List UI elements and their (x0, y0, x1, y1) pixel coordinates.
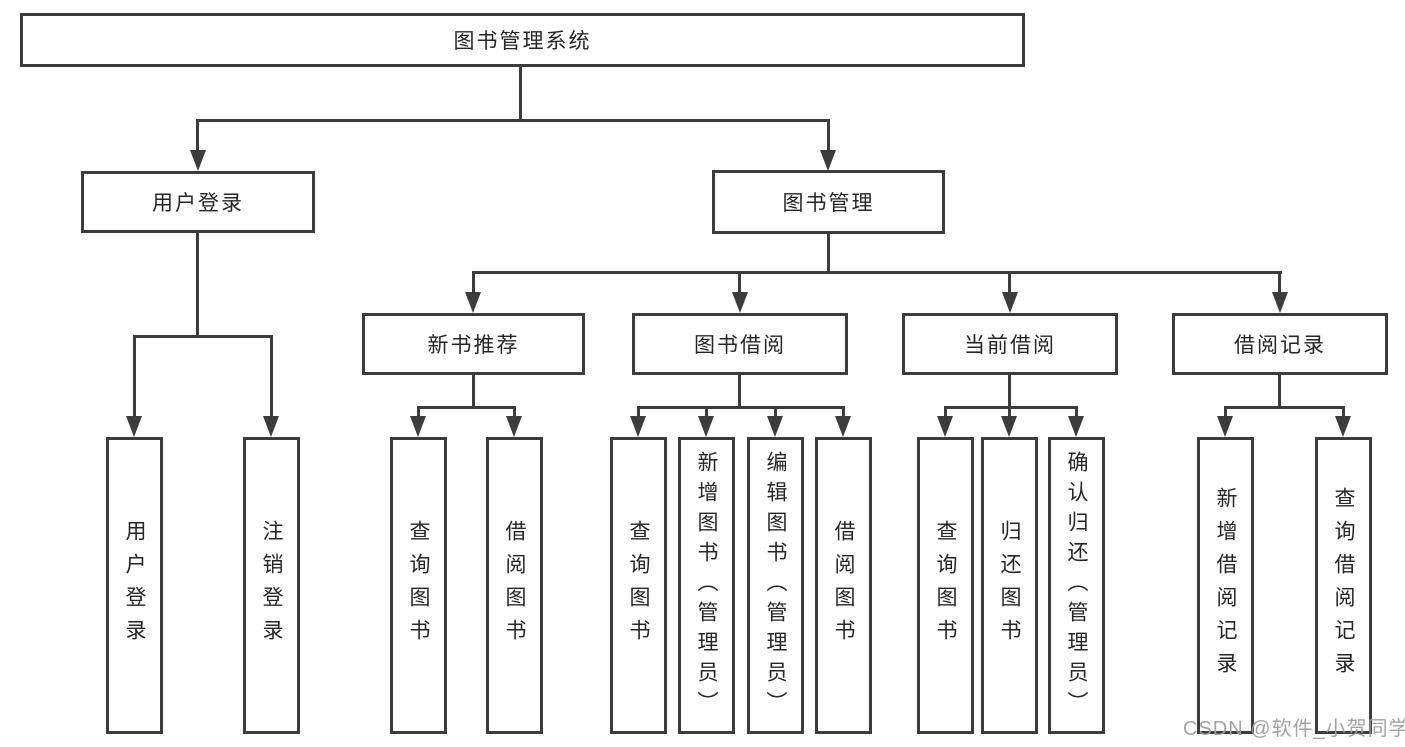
connector-vline (1224, 406, 1227, 418)
leaf-edit-book-admin: 编辑图书（管理员） (747, 437, 804, 734)
connector-hline (417, 406, 516, 409)
arrow-down-icon (1272, 292, 1288, 313)
arrow-down-icon (1002, 292, 1018, 313)
node-label: 新书推荐 (427, 334, 520, 357)
connector-vline (1008, 375, 1011, 409)
connector-vline (738, 271, 741, 294)
leaf-logout: 注销登录 (243, 437, 300, 734)
connector-vline (1008, 406, 1011, 418)
node-label: 编辑图书（管理员） (764, 450, 787, 721)
connector-vline (1278, 271, 1281, 294)
connector-vline (196, 233, 199, 338)
connector-vline (842, 406, 845, 418)
node-label: 借阅图书 (832, 519, 855, 652)
node-label: 图书管理 (782, 192, 875, 215)
leaf-query-book-recommend: 查询图书 (390, 437, 447, 734)
node-label: 确认归还（管理员） (1065, 450, 1088, 721)
node-user-login: 用户登录 (81, 171, 315, 233)
arrow-down-icon (732, 292, 748, 313)
arrow-down-icon (506, 416, 522, 437)
connector-vline (1278, 375, 1281, 409)
node-label: 图书管理系统 (453, 30, 592, 53)
node-label: 查询借阅记录 (1332, 486, 1355, 685)
node-label: 当前借阅 (964, 334, 1056, 357)
connector-hline (944, 406, 1078, 409)
connector-vline (637, 406, 640, 418)
arrow-down-icon (465, 292, 481, 313)
arrow-down-icon (1217, 416, 1233, 437)
connector-vline (1008, 271, 1011, 294)
node-label: 用户登录 (123, 519, 146, 652)
leaf-add-book-admin: 新增图书（管理员） (678, 437, 735, 734)
node-root: 图书管理系统 (20, 13, 1025, 67)
connector-hline (637, 406, 845, 409)
connector-vline (1075, 406, 1078, 418)
leaf-confirm-return-admin: 确认归还（管理员） (1048, 437, 1105, 734)
node-book-management: 图书管理 (712, 170, 945, 234)
arrow-down-icon (126, 416, 142, 437)
connector-vline (827, 234, 830, 274)
node-label: 注销登录 (260, 519, 283, 652)
leaf-add-borrow-record: 新增借阅记录 (1197, 437, 1254, 734)
connector-vline (738, 375, 741, 409)
arrow-down-icon (698, 416, 714, 437)
connector-vline (472, 375, 475, 409)
arrow-down-icon (1335, 416, 1351, 437)
arrow-down-icon (1068, 416, 1084, 437)
node-new-book-recommend: 新书推荐 (362, 313, 585, 375)
arrow-down-icon (835, 416, 851, 437)
connector-vline (774, 406, 777, 418)
node-label: 用户登录 (152, 192, 244, 215)
node-current-borrow: 当前借阅 (902, 313, 1118, 375)
arrow-down-icon (190, 150, 206, 171)
leaf-borrow-book-recommend: 借阅图书 (486, 437, 543, 734)
leaf-query-book-current: 查询图书 (917, 437, 974, 734)
connector-hline (1224, 406, 1345, 409)
connector-vline (827, 119, 830, 152)
node-label: 借阅图书 (503, 519, 526, 652)
leaf-borrow-book: 借阅图书 (815, 437, 872, 734)
leaf-user-login: 用户登录 (106, 437, 163, 734)
connector-hline (133, 335, 273, 338)
connector-vline (1342, 406, 1345, 418)
arrow-down-icon (410, 416, 426, 437)
connector-vline (472, 271, 475, 294)
arrow-down-icon (820, 150, 836, 171)
node-book-borrow: 图书借阅 (632, 313, 848, 375)
connector-vline (519, 66, 522, 122)
connector-vline (133, 335, 136, 418)
leaf-return-book: 归还图书 (981, 437, 1038, 734)
node-borrow-records: 借阅记录 (1172, 313, 1388, 375)
connector-vline (513, 406, 516, 418)
connector-vline (196, 119, 199, 152)
node-label: 查询图书 (934, 519, 957, 652)
node-label: 查询图书 (407, 519, 430, 652)
leaf-query-book-borrow: 查询图书 (610, 437, 667, 734)
leaf-query-borrow-record: 查询借阅记录 (1315, 437, 1372, 734)
node-label: 借阅记录 (1234, 334, 1326, 357)
node-label: 新增借阅记录 (1214, 486, 1237, 685)
node-label: 归还图书 (998, 519, 1021, 652)
arrow-down-icon (937, 416, 953, 437)
arrow-down-icon (263, 416, 279, 437)
connector-vline (417, 406, 420, 418)
arrow-down-icon (630, 416, 646, 437)
node-label: 查询图书 (627, 519, 650, 652)
connector-hline (472, 271, 1282, 274)
arrow-down-icon (1001, 416, 1017, 437)
arrow-down-icon (767, 416, 783, 437)
connector-vline (944, 406, 947, 418)
connector-vline (705, 406, 708, 418)
connector-hline (196, 119, 830, 122)
watermark-text: CSDN @软件_小贺同学 (1183, 718, 1405, 740)
node-label: 新增图书（管理员） (695, 450, 718, 721)
node-label: 图书借阅 (694, 334, 786, 357)
connector-vline (270, 335, 273, 418)
